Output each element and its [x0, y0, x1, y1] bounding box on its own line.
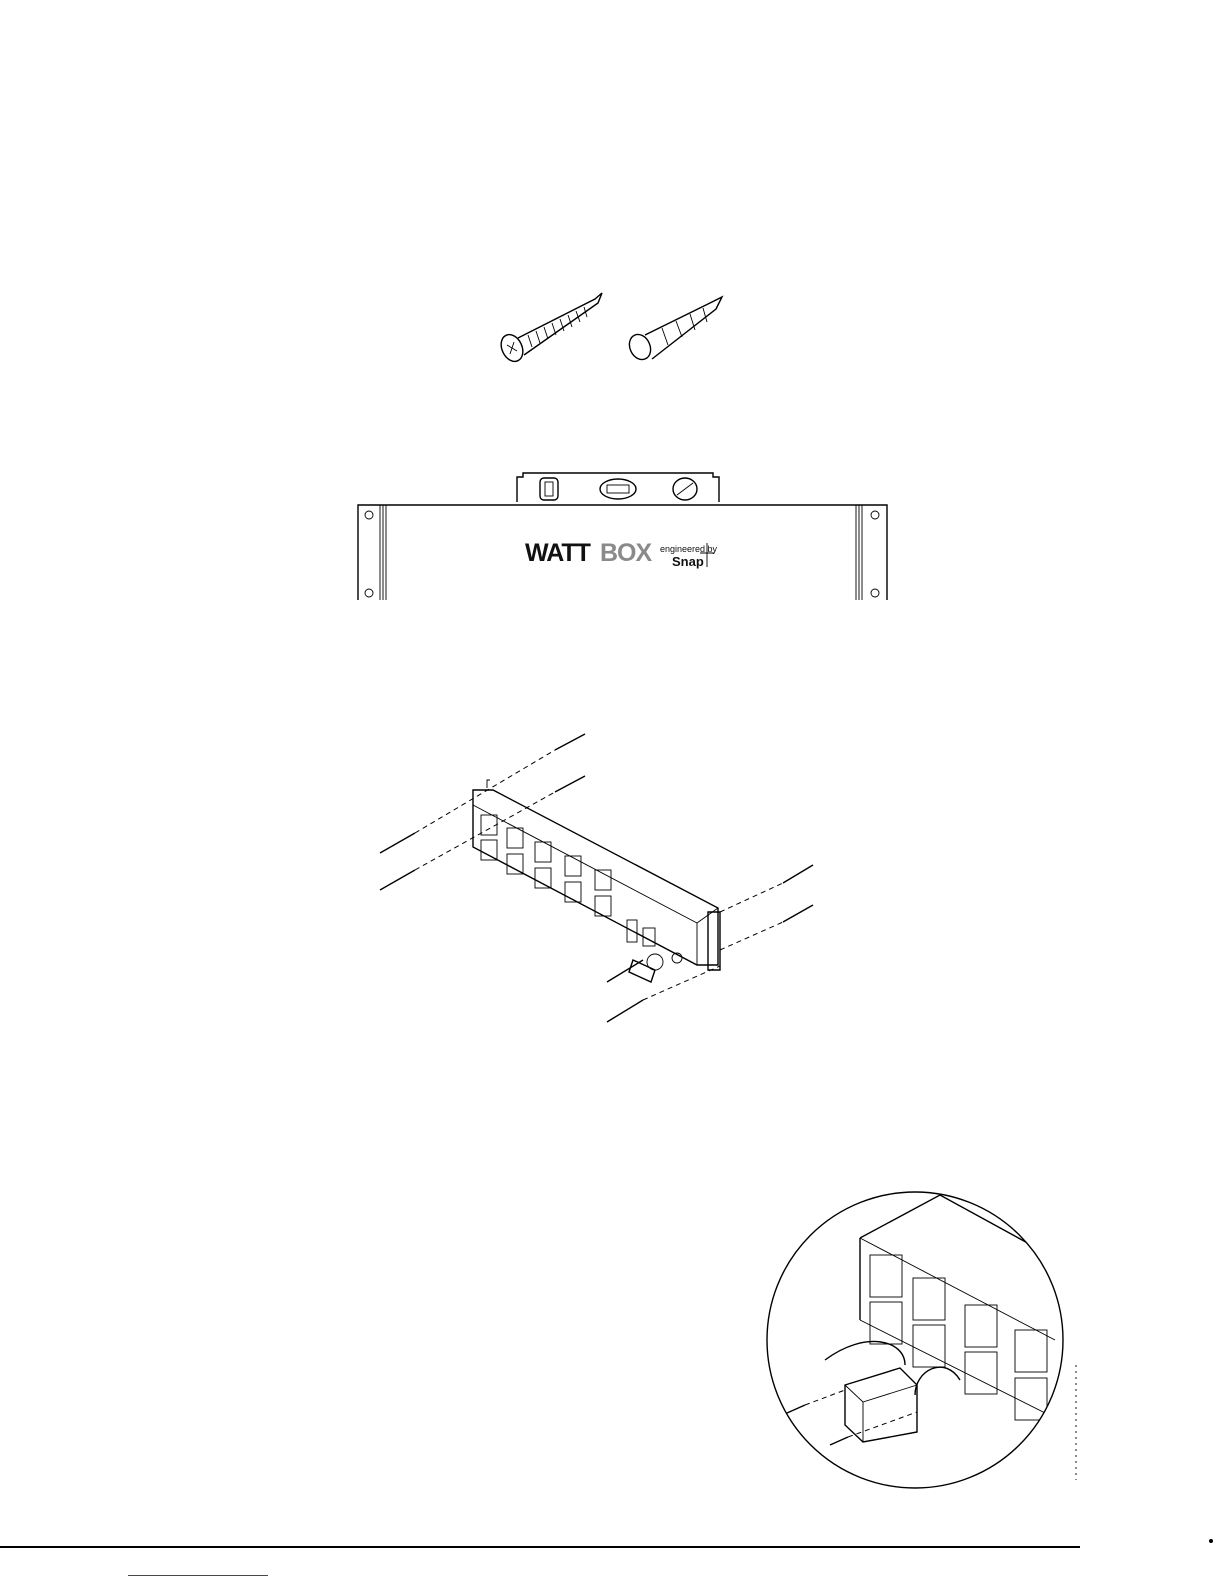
footer-divider — [0, 1546, 1080, 1548]
screw-icon — [787, 1405, 805, 1413]
wall-anchor-icon — [783, 905, 813, 922]
wall-mount-figure — [375, 730, 825, 1040]
wall-anchor-icon — [625, 297, 722, 363]
screw-icon — [607, 1000, 643, 1022]
ac-adapter-icon — [825, 1341, 960, 1442]
footer-link-underline — [128, 1575, 268, 1576]
hardware-figure — [490, 285, 750, 380]
screw-icon — [607, 960, 643, 982]
screw-icon — [380, 870, 415, 890]
wall-anchor-icon — [783, 865, 813, 883]
level-mount-figure: WATT BOX engineered by Snap — [350, 465, 895, 610]
wattbox-logo: WATT BOX engineered by Snap — [525, 539, 718, 569]
logo-tagline: engineered by — [660, 544, 718, 554]
screw-icon — [497, 293, 602, 365]
wall-anchor-icon — [555, 734, 585, 750]
logo-brand-part1: WATT — [525, 539, 591, 567]
screw-icon — [830, 1437, 848, 1445]
logo-maker: Snap — [672, 554, 704, 569]
wall-anchor-icon — [555, 776, 585, 792]
power-strip-illustration — [473, 780, 720, 982]
adapter-detail-figure — [765, 1180, 1080, 1500]
logo-brand-part2: BOX — [600, 539, 653, 567]
bubble-level-icon — [517, 473, 719, 502]
page-corner-mark — [1209, 1539, 1213, 1543]
screw-icon — [380, 833, 415, 853]
